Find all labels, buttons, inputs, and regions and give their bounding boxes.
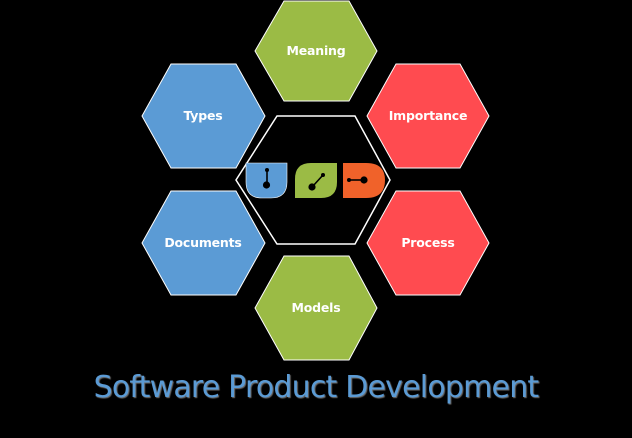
hexagon-label-types: Types	[183, 108, 223, 123]
hexagon-label-process: Process	[401, 235, 455, 250]
hexagon-types	[141, 63, 266, 169]
blue-node-icon	[245, 162, 288, 199]
hexagon-label-models: Models	[291, 300, 341, 315]
orange-d-node-icon	[343, 163, 385, 198]
hexagon-label-meaning: Meaning	[286, 43, 346, 58]
hexagon-documents	[141, 190, 266, 296]
hexagon-meaning	[254, 0, 378, 102]
diagram-title: Software Product Development	[93, 370, 540, 405]
hexagon-models	[254, 255, 378, 361]
green-leaf-node-icon	[295, 163, 337, 198]
hexagon-importance	[366, 63, 490, 169]
hexagon-process	[366, 190, 490, 296]
hexagon-label-importance: Importance	[388, 108, 468, 123]
hexagon-label-documents: Documents	[164, 235, 242, 250]
